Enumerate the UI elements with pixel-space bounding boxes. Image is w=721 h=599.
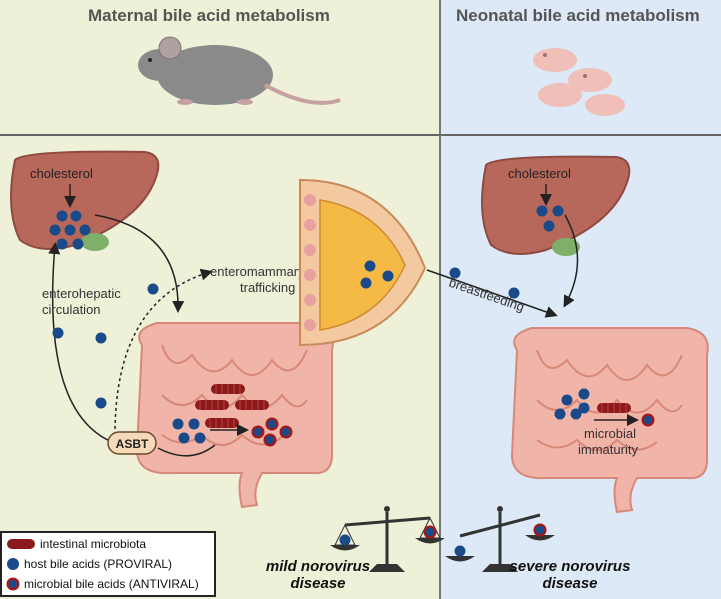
microbial-label: microbial [584,426,636,441]
legend-microbiota: intestinal microbiota [6,537,146,551]
maternal-title: Maternal bile acid metabolism [88,6,330,25]
maternal-outcome-line1: mild norovirus [265,558,371,575]
mammary-gland-illustration [299,178,427,347]
neonatal-outcome-line1: severe norovirus [509,558,631,575]
maternal-balance-scale [330,504,445,574]
legend-host-label: host bile acids (PROVIRAL) [24,557,173,571]
neonatal-microbiota [596,402,632,414]
microbial-bile-acid-icon [6,577,20,591]
immaturity-label: immaturity [578,442,638,457]
legend-microbial: microbial bile acids (ANTIVIRAL) [6,577,199,591]
enteromammary-label: enteromammary [210,264,305,279]
legend-host: host bile acids (PROVIRAL) [6,557,172,571]
maternal-intestine [136,322,334,508]
asbt-label: ASBT [116,437,149,451]
legend-microbiota-label: intestinal microbiota [40,537,147,551]
host-bile-acid-icon [7,558,19,570]
maternal-cholesterol-label: cholesterol [30,166,93,181]
adult-mouse-illustration [138,36,341,105]
legend-microbial-label: microbial bile acids (ANTIVIRAL) [24,577,199,591]
maternal-outcome-line2: disease [290,575,346,592]
maternal-outcome: mild norovirus disease [248,558,388,592]
neonatal-title: Neonatal bile acid metabolism [456,6,700,25]
neonatal-outcome-line2: disease [542,575,598,592]
legend: intestinal microbiota host bile acids (P… [0,531,216,597]
neonatal-outcome: severe norovirus disease [490,558,650,592]
neonatal-cholesterol-label: cholesterol [508,166,571,181]
neonatal-header-panel [441,0,721,136]
bacteria-icon [7,539,35,549]
circulation-label: circulation [42,302,101,317]
neonatal-microbial-bile-acid [641,413,655,427]
trafficking-label: trafficking [240,280,295,295]
enterohepatic-label: enterohepatic [42,286,121,301]
neonatal-balance-scale [445,504,555,574]
asbt-transporter: ASBT [107,431,157,455]
neonatal-pups-illustration [533,48,625,116]
